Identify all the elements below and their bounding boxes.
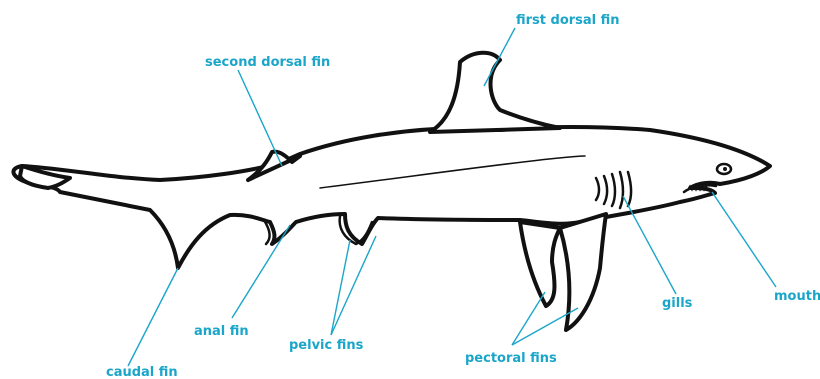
label-anal-fin: anal fin xyxy=(194,324,249,339)
label-caudal-fin: caudal fin xyxy=(106,365,178,379)
label-gills: gills xyxy=(662,296,693,311)
leader-caudal-fin xyxy=(128,268,178,366)
leader-anal-fin xyxy=(232,225,290,318)
pectoral-fin-front-shape xyxy=(560,214,606,330)
leader-second-dorsal-fin xyxy=(238,70,282,166)
pectoral-fin-rear-shape xyxy=(520,222,560,306)
shark-illustration xyxy=(13,53,770,330)
label-second-dorsal-fin: second dorsal fin xyxy=(205,55,330,70)
shark-body xyxy=(13,127,770,268)
label-pelvic-fins: pelvic fins xyxy=(289,338,364,353)
label-first-dorsal-fin: first dorsal fin xyxy=(516,13,620,28)
leader-pelvic-fins-a xyxy=(331,240,350,335)
label-pectoral-fins: pectoral fins xyxy=(465,351,557,366)
leader-pectoral-fins-a xyxy=(512,292,545,345)
leader-mouth xyxy=(712,192,776,287)
leader-pelvic-fins-b xyxy=(331,236,376,335)
label-mouth: mouth xyxy=(774,289,820,304)
